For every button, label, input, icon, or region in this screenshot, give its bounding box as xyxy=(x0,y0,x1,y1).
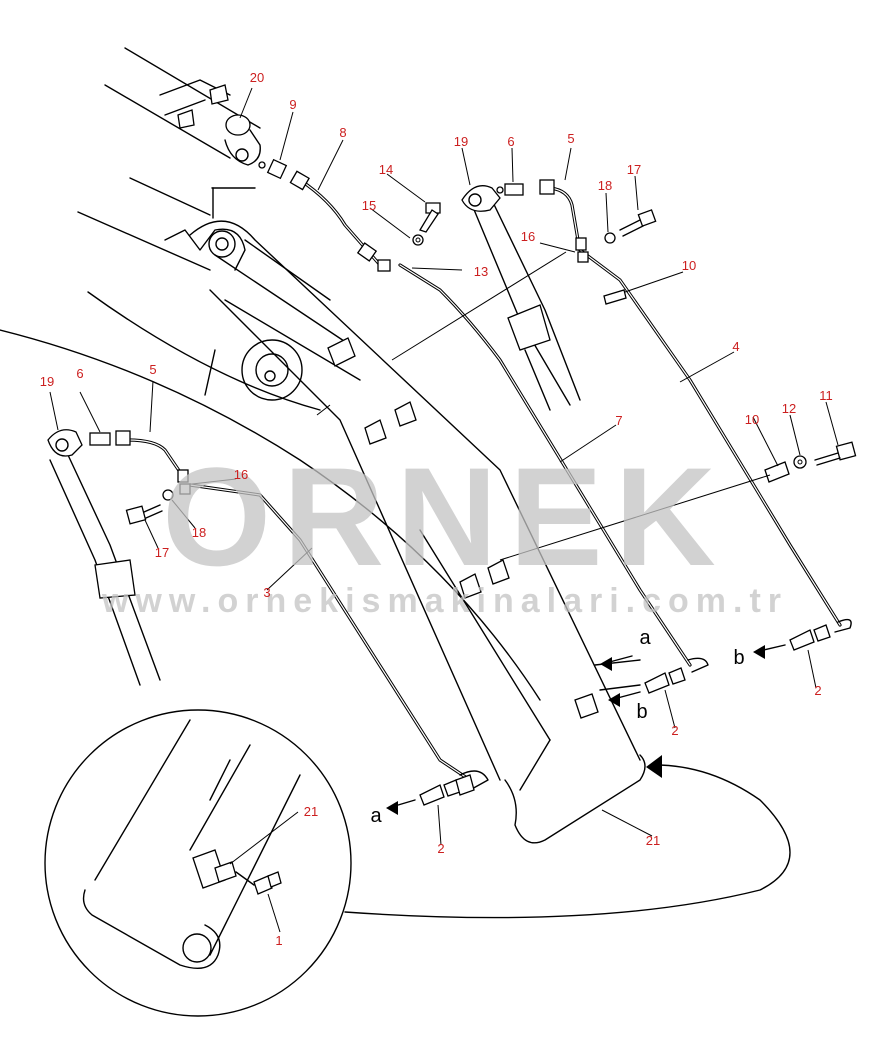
flow-arrows xyxy=(386,644,786,815)
callout-6-right: 6 xyxy=(507,134,514,149)
callout-15: 15 xyxy=(362,198,376,213)
callout-5-right: 5 xyxy=(567,131,574,146)
washer-18-right xyxy=(604,232,616,244)
callout-8: 8 xyxy=(339,125,346,140)
callout-20: 20 xyxy=(250,70,264,85)
callout-21-main: 21 xyxy=(646,833,660,848)
callout-17-left: 17 xyxy=(155,545,169,560)
bolt-17-left xyxy=(125,504,163,525)
clamp-16-left xyxy=(177,469,191,495)
callout-19-right: 19 xyxy=(454,134,468,149)
bolt-17-right xyxy=(619,209,657,237)
leader-lines xyxy=(49,87,839,846)
fittings xyxy=(47,158,857,806)
callout-18-right: 18 xyxy=(598,178,612,193)
fitting-14 xyxy=(419,202,441,233)
fitting-19-right xyxy=(461,185,501,212)
letter-b-right: b xyxy=(733,647,744,669)
callout-11: 11 xyxy=(819,388,833,403)
fitting-19-left xyxy=(47,429,83,457)
callout-21-detail: 21 xyxy=(304,804,318,819)
watermark-logo: ORNEK xyxy=(162,438,728,595)
callout-18-left: 18 xyxy=(192,525,206,540)
watermark: ORNEK www.ornekismakinalari.com.tr xyxy=(101,438,788,620)
fitting-6-right xyxy=(496,183,524,196)
clamp-10-right xyxy=(603,289,627,305)
callout-2-mid: 2 xyxy=(671,723,678,738)
callout-2-lower: 2 xyxy=(437,841,444,856)
hydraulic-lines xyxy=(126,178,852,791)
fitting-2-right xyxy=(789,624,831,651)
flow-letters: a a b b xyxy=(370,627,744,827)
boom-structure xyxy=(0,47,646,844)
callout-14: 14 xyxy=(379,162,393,177)
callout-12: 12 xyxy=(782,401,796,416)
fitting-2-lower xyxy=(419,774,475,806)
callout-10-upper: 10 xyxy=(682,258,696,273)
callout-10-lower: 10 xyxy=(745,412,759,427)
callout-9: 9 xyxy=(289,97,296,112)
callout-16-left: 16 xyxy=(234,467,248,482)
clamp-16-right xyxy=(575,237,589,263)
fitting-2-mid xyxy=(644,667,686,694)
watermark-url: www.ornekismakinalari.com.tr xyxy=(101,582,788,620)
fitting-8-end xyxy=(289,170,391,272)
letter-a-lower: a xyxy=(370,805,382,827)
callout-2-right: 2 xyxy=(814,683,821,698)
callout-5-left: 5 xyxy=(149,362,156,377)
callout-4: 4 xyxy=(732,339,739,354)
washer-18-left xyxy=(162,489,174,501)
callout-7: 7 xyxy=(615,413,622,428)
callout-1: 1 xyxy=(275,933,282,948)
callout-16-right: 16 xyxy=(521,229,535,244)
callout-13: 13 xyxy=(474,264,488,279)
callout-labels: 20 9 8 14 15 13 19 6 5 17 18 16 10 4 7 1… xyxy=(40,70,833,948)
bolt-11 xyxy=(814,441,857,466)
fitting-6-left xyxy=(89,430,131,446)
letter-b-mid: b xyxy=(636,701,647,723)
callout-3: 3 xyxy=(263,585,270,600)
fitting-5-right-end xyxy=(539,179,555,195)
washer-15 xyxy=(412,234,424,246)
letter-a-upper: a xyxy=(639,627,651,649)
callout-19-left: 19 xyxy=(40,374,54,389)
fitting-10-lower xyxy=(764,461,790,483)
detail-view xyxy=(44,709,791,1017)
callout-17-right: 17 xyxy=(627,162,641,177)
fitting-9 xyxy=(258,158,288,180)
washer-12 xyxy=(793,455,807,469)
callout-6-left: 6 xyxy=(76,366,83,381)
